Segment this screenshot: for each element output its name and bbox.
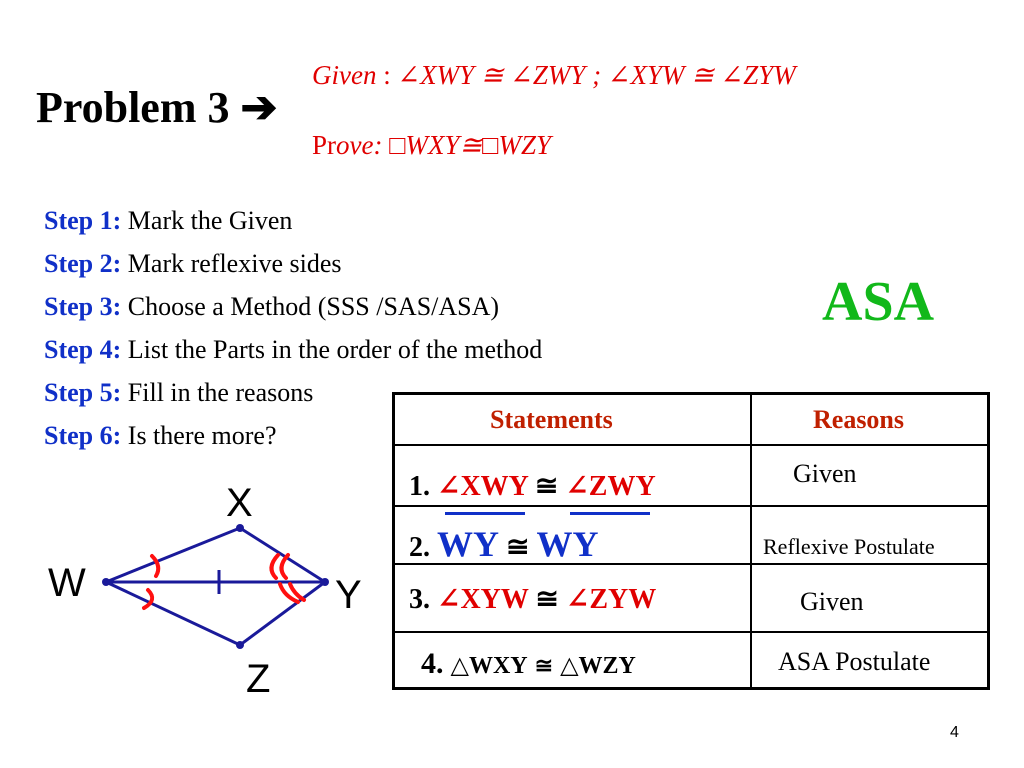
step-label: Step 5: <box>44 378 122 407</box>
segment-zw <box>105 580 241 647</box>
table-row: 3. ∠XYW ≅ ∠ZYW <box>409 582 656 616</box>
header-reasons: Reasons <box>813 405 905 434</box>
vertex-label-z: Z <box>246 657 270 701</box>
statement-part-a: WY <box>437 524 499 564</box>
method-label: ASA <box>822 271 935 333</box>
angle-arc-w-top <box>150 554 161 578</box>
prove-statement: Prove: □WXY≅□WZY <box>312 130 551 161</box>
prove-text: : □WXY≅□WZY <box>373 130 551 160</box>
congruent-symbol: ≅ <box>506 532 530 563</box>
step-4: Step 4: List the Parts in the order of t… <box>44 335 542 365</box>
step-text: Mark the Given <box>121 206 293 235</box>
step-6: Step 6: Is there more? <box>44 421 276 451</box>
statement-part-a: ∠XYW <box>437 584 529 615</box>
reason-cell: Given <box>800 587 864 616</box>
step-3: Step 3: Choose a Method (SSS /SAS/ASA) <box>44 292 499 322</box>
step-text: Is there more? <box>121 421 277 450</box>
angle-arc-y-top-2 <box>279 553 290 580</box>
statement-part-b: △WZY <box>560 653 636 679</box>
given-label: Given <box>312 60 377 90</box>
vertex-dot <box>236 641 244 649</box>
statement-part-b: ∠ZWY <box>565 471 656 502</box>
step-2: Step 2: Mark reflexive sides <box>44 249 341 279</box>
vertex-dot <box>321 578 329 586</box>
statement-part-b: ∠ZYW <box>565 584 657 615</box>
step-text: Fill in the reasons <box>121 378 314 407</box>
reason-cell: ASA Postulate <box>778 647 931 676</box>
table-row: 2. WY ≅ WY <box>409 523 598 565</box>
step-label: Step 2: <box>44 249 122 278</box>
angle-arc-y-top-1 <box>269 553 280 580</box>
angle-arc-y-bottom-2 <box>288 582 306 602</box>
column-divider <box>750 395 752 687</box>
row-number: 2. <box>409 532 430 563</box>
step-1: Step 1: Mark the Given <box>44 206 292 236</box>
vertex-dot <box>236 524 244 532</box>
vertex-label-x: X <box>226 481 253 525</box>
reason-cell: Given <box>793 459 857 488</box>
statement-part-b: WY <box>536 524 599 564</box>
angle-arc-y-bottom-1 <box>278 582 300 604</box>
prove-label-ove: ove <box>336 130 374 160</box>
step-text: List the Parts in the order of the metho… <box>121 335 543 364</box>
row-number: 1. <box>409 471 430 502</box>
segment-wx <box>105 526 241 584</box>
given-statement: Given : ∠XWY ≅ ∠ZWY ; ∠XYW ≅ ∠ZYW <box>312 60 796 91</box>
congruent-symbol: ≅ <box>534 653 554 678</box>
segment-bar <box>570 512 650 515</box>
row-number: 3. <box>409 584 430 615</box>
table-row: 4. △WXY ≅ △WZY <box>421 647 636 681</box>
segment-yz <box>239 580 326 647</box>
step-label: Step 6: <box>44 421 122 450</box>
header-statements: Statements <box>490 405 613 434</box>
statement-part-a: ∠XWY <box>437 471 528 502</box>
table-row: 1. ∠XWY ≅ ∠ZWY <box>409 469 656 503</box>
step-label: Step 3: <box>44 292 122 321</box>
congruent-symbol: ≅ <box>534 471 559 502</box>
congruent-symbol: ≅ <box>535 584 559 615</box>
angle-arc-w-bottom <box>142 588 155 610</box>
vertex-dot <box>102 578 110 586</box>
segment-bar <box>445 512 525 515</box>
statement-part-a: △WXY <box>450 653 528 679</box>
reason-cell: Reflexive Postulate <box>763 534 935 559</box>
step-5: Step 5: Fill in the reasons <box>44 378 313 408</box>
given-separator: : <box>376 60 398 90</box>
proof-table: Statements Reasons 1. ∠XWY ≅ ∠ZWY Given … <box>392 392 990 690</box>
kite-diagram: X W Y Z <box>48 481 362 701</box>
step-text: Mark reflexive sides <box>121 249 342 278</box>
slide-title: Problem 3 ➔ <box>36 83 278 132</box>
step-label: Step 1: <box>44 206 122 235</box>
given-text: ∠XWY ≅ ∠ZWY ; ∠XYW ≅ ∠ZYW <box>397 60 796 90</box>
step-text: Choose a Method (SSS /SAS/ASA) <box>121 292 500 321</box>
row-divider <box>395 563 987 565</box>
row-divider <box>395 505 987 507</box>
row-number: 4. <box>421 647 444 680</box>
row-divider <box>395 444 987 446</box>
page-number: 4 <box>950 724 959 741</box>
segment-xy <box>239 526 326 584</box>
vertex-label-w: W <box>48 561 86 605</box>
row-divider <box>395 631 987 633</box>
vertex-label-y: Y <box>335 573 362 617</box>
step-label: Step 4: <box>44 335 122 364</box>
prove-label-pr: Pr <box>312 130 337 160</box>
